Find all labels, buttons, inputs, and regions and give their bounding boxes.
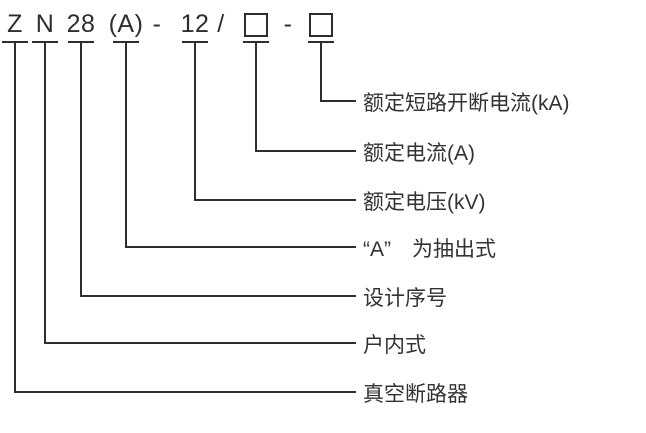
- connector-vline: [255, 41, 257, 152]
- connector-hline: [125, 246, 356, 248]
- code-dash-1: -: [152, 10, 162, 38]
- connector-vline: [194, 41, 196, 201]
- label-rated-current: 额定电流(A): [363, 142, 475, 165]
- code-dash-2: -: [283, 10, 293, 38]
- code-box-breaking-current: [309, 2, 333, 47]
- connector-hline: [255, 150, 356, 152]
- connector-hline: [80, 295, 356, 297]
- placeholder-box-icon: [244, 12, 268, 37]
- connector-hline: [194, 199, 356, 201]
- connector-vline: [44, 41, 46, 344]
- code-slash: /: [217, 10, 225, 38]
- label-indoor-type: 户内式: [363, 334, 426, 357]
- connector-vline: [14, 41, 16, 393]
- code-letter-z: Z: [7, 10, 23, 38]
- placeholder-box-icon: [309, 12, 333, 37]
- code-number-28: 28: [66, 10, 96, 38]
- connector-vline: [80, 41, 82, 297]
- connector-vline: [125, 41, 127, 248]
- connector-hline: [320, 100, 356, 102]
- connector-vline: [320, 41, 322, 102]
- label-vacuum-circuit-breaker: 真空断路器: [363, 383, 468, 406]
- connector-hline: [14, 391, 356, 393]
- connector-hline: [44, 342, 356, 344]
- code-token-a-variant: (A): [108, 10, 144, 38]
- code-number-12: 12: [180, 10, 210, 38]
- label-rated-voltage: 额定电压(kV): [363, 191, 486, 214]
- code-box-rated-current: [244, 2, 268, 47]
- code-letter-n: N: [35, 10, 55, 38]
- label-rated-short-circuit-breaking-current: 额定短路开断电流(kA): [363, 92, 570, 115]
- label-design-serial-number: 设计序号: [363, 287, 447, 310]
- label-drawout-type: “A” 为抽出式: [363, 238, 496, 261]
